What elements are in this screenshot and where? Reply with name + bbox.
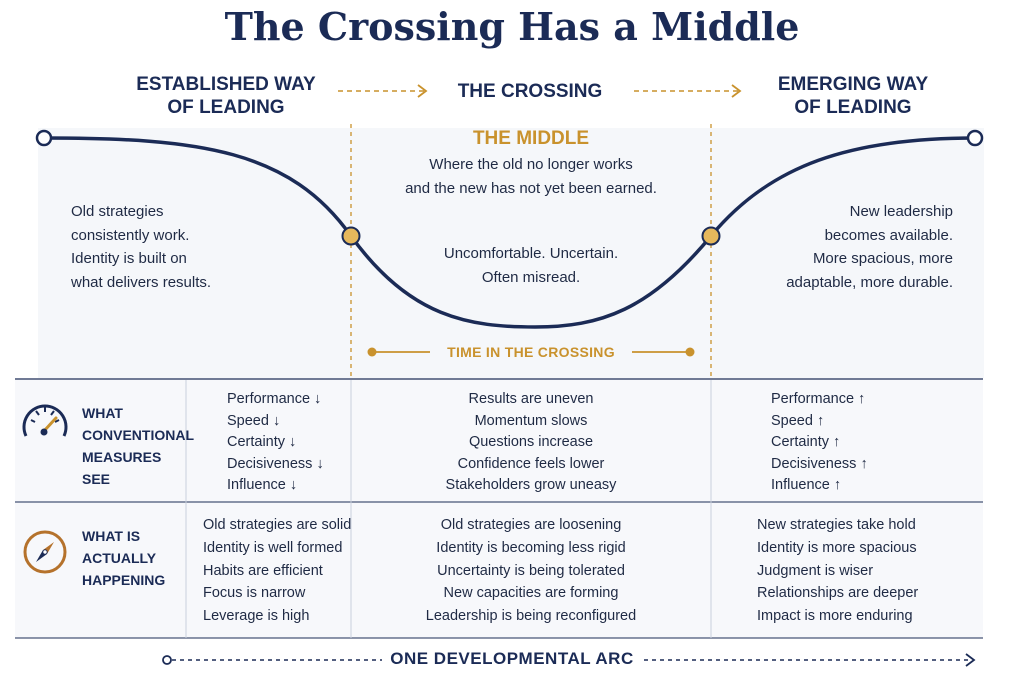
time-in-crossing-line [367,347,695,357]
emerging-note-line-2: becomes available. [824,226,953,244]
list-item: Results are uneven [468,391,594,407]
list-item: Certainty ↓ [227,434,297,450]
list-item: Questions increase [468,434,594,450]
arrow-to-emerging [634,84,742,98]
developmental-curve [43,136,976,329]
list-item: Momentum slows [474,412,588,429]
compass-icon [23,530,67,574]
list-item: Speed ↓ [227,412,281,429]
list-item: New capacities are forming [443,585,619,602]
established-note: Old strategies consistently work. Identi… [71,200,271,294]
stage-crossing-heading: THE CROSSING [457,81,603,102]
middle-description-line-2: and the new has not yet been earned. [405,179,657,197]
row-2-established-list: Old strategies are solid Identity is wel… [203,514,353,628]
row-2-title-line-2: ACTUALLY [82,550,157,566]
page-title: The Crossing Has a Middle [224,4,800,49]
list-item: Performance ↓ [227,391,322,407]
middle-feeling: Uncomfortable. Uncertain. Often misread. [401,242,661,289]
row-2-emerging-list: New strategies take hold Identity is mor… [757,514,957,628]
crossing-entry-point [341,226,361,246]
developmental-arc-label: ONE DEVELOPMENTAL ARC [382,649,642,668]
row-2-title-line-1: WHAT IS [82,528,141,544]
list-item: Relationships are deeper [757,585,919,602]
curve-band [38,128,984,378]
list-item: Old strategies are loosening [440,517,622,533]
list-item: Speed ↑ [771,412,825,429]
time-in-crossing-label: TIME IN THE CROSSING [447,344,615,360]
row-1-emerging-list: Performance ↑ Speed ↑ Certainty ↑ Decisi… [771,389,921,497]
emerging-note-line-1: New leadership [849,203,953,220]
row-1-title-line-1: WHAT [82,405,123,421]
list-item: Leverage is high [203,608,310,625]
stage-established-line-1: ESTABLISHED WAY [136,74,316,95]
established-note-line-4: what delivers results. [71,273,212,291]
row-1-title-line-3: MEASURES SEE [82,449,162,487]
emerging-note: New leadership becomes available. More s… [733,200,953,294]
footer: ONE DEVELOPMENTAL ARC [0,649,1024,669]
stage-emerging-heading: EMERGING WAY OF LEADING [738,73,968,119]
established-note-line-1: Old strategies [71,203,164,220]
list-item: Certainty ↑ [771,434,841,450]
row-1-established-list: Performance ↓ Speed ↓ Certainty ↓ Decisi… [227,389,347,497]
list-item: Identity is well formed [203,539,343,556]
arrow-to-crossing [338,84,428,98]
emerging-note-line-3: More spacious, more [812,250,953,267]
row-conventional-measures-title: WHAT CONVENTIONAL MEASURES SEE [82,402,194,490]
list-item: Performance ↑ [771,391,866,407]
curve-start-node [35,129,53,147]
stage-established-line-2: OF LEADING [167,97,285,118]
stage-emerging-line-2: OF LEADING [794,97,912,118]
row-2-title-line-3: HAPPENING [82,572,166,588]
table-background [15,380,983,638]
list-item: New strategies take hold [757,517,916,533]
list-item: Influence ↑ [771,477,842,493]
middle-heading: THE MIDDLE [472,128,590,149]
list-item: Focus is narrow [203,585,306,602]
established-note-line-3: Identity is built on [71,250,187,267]
list-item: Decisiveness ↑ [771,455,868,472]
list-item: Uncertainty is being tolerated [437,562,625,579]
row-1-crossing-list: Results are uneven Momentum slows Questi… [381,389,681,497]
list-item: Impact is more enduring [757,608,913,625]
row-actually-happening-title: WHAT IS ACTUALLY HAPPENING [82,525,192,591]
list-item: Decisiveness ↓ [227,455,324,472]
stage-established-heading: ESTABLISHED WAY OF LEADING [106,73,346,119]
row-2-crossing-list: Old strategies are loosening Identity is… [381,514,681,628]
list-item: Leadership is being reconfigured [425,608,637,625]
curve-end-node [966,129,984,147]
list-item: Identity is becoming less rigid [436,539,626,556]
established-note-line-2: consistently work. [71,226,190,244]
middle-description-line-1: Where the old no longer works [429,156,633,173]
list-item: Judgment is wiser [757,562,874,579]
middle-feeling-line-1: Uncomfortable. Uncertain. [443,245,619,262]
gauge-icon [22,404,68,437]
list-item: Stakeholders grow uneasy [445,477,617,493]
middle-description: Where the old no longer works and the ne… [381,153,681,200]
list-item: Identity is more spacious [757,539,917,556]
list-item: Influence ↓ [227,477,298,493]
middle-feeling-line-2: Often misread. [481,268,581,286]
list-item: Old strategies are solid [203,517,352,533]
stage-emerging-line-1: EMERGING WAY [777,74,929,95]
crossing-exit-point [701,226,721,246]
list-item: Confidence feels lower [457,455,605,472]
list-item: Habits are efficient [203,562,323,579]
row-1-title-line-2: CONVENTIONAL [82,427,194,443]
emerging-note-line-4: adaptable, more durable. [786,273,953,291]
